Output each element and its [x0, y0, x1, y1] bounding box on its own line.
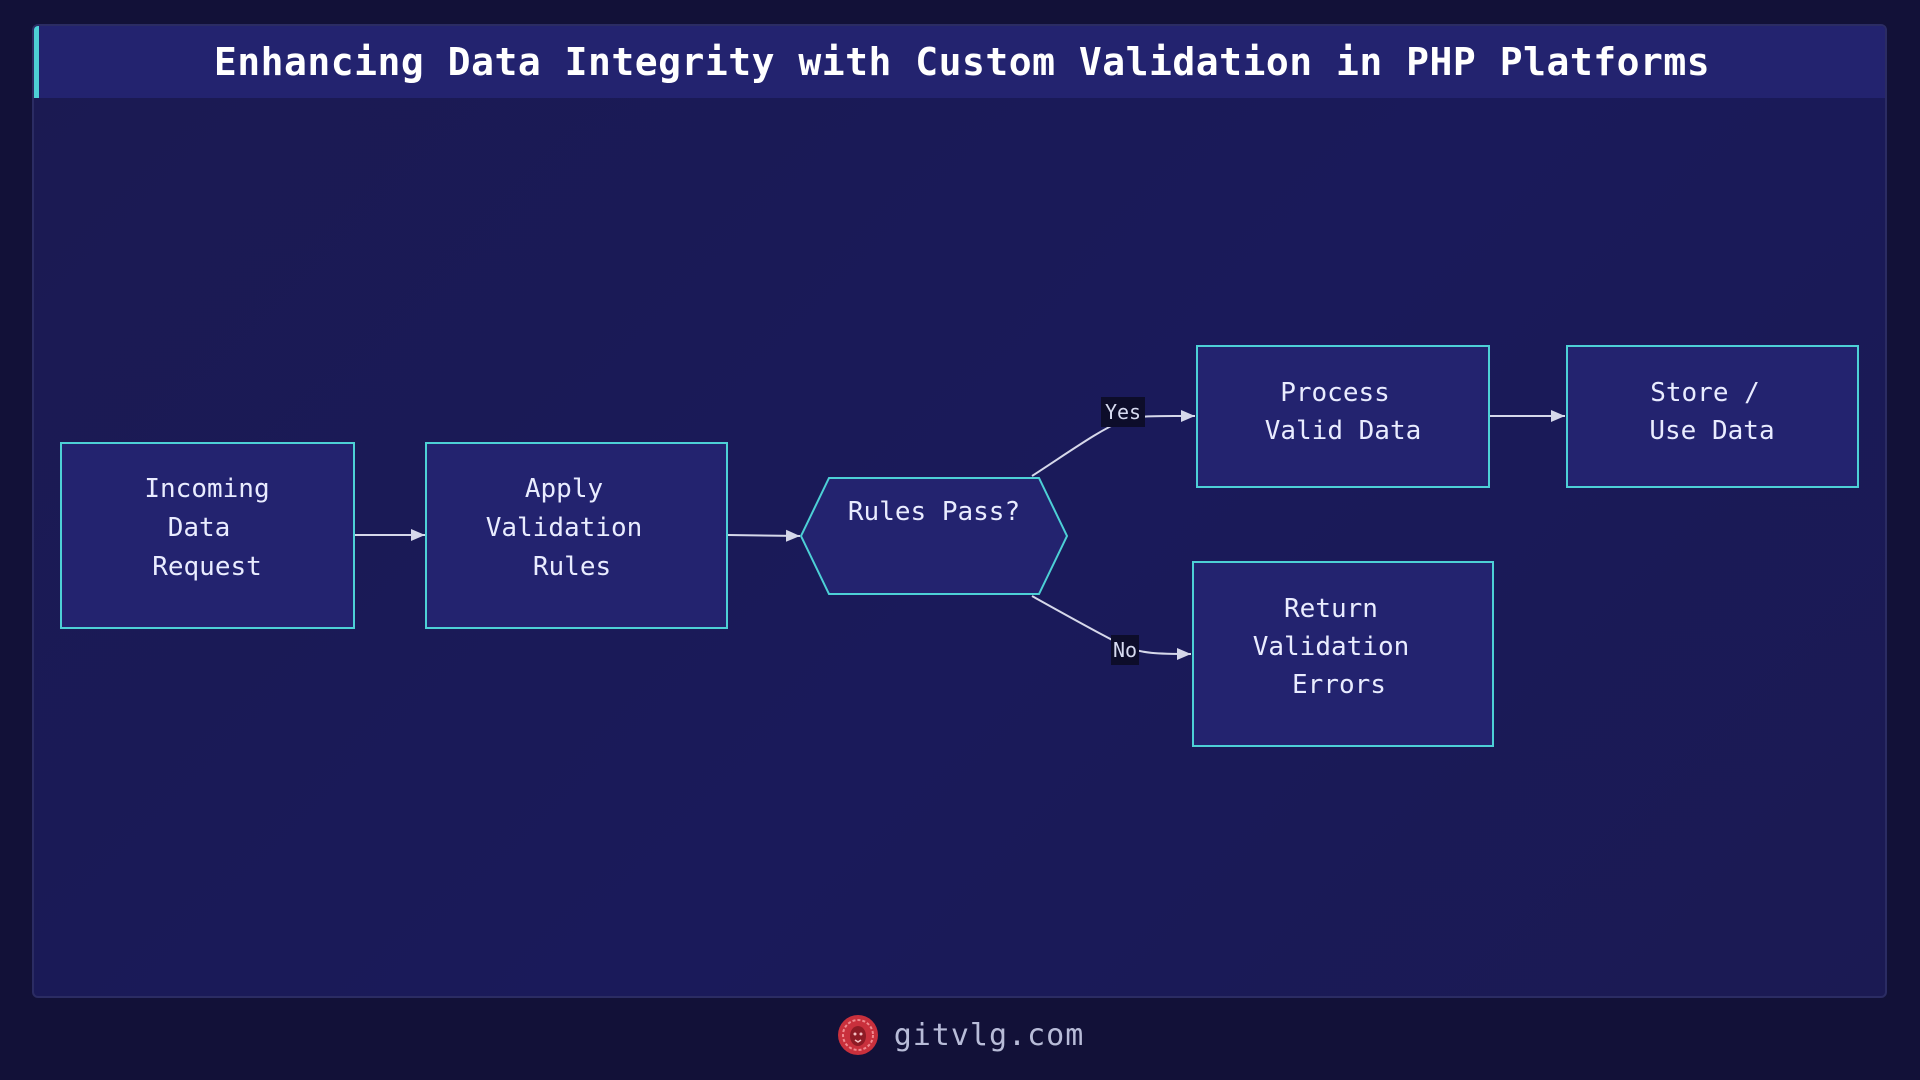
footer: gitvlg.com: [0, 1010, 1920, 1060]
node-process-valid-data: Process Valid Data: [1196, 345, 1490, 488]
node-line: Incoming: [144, 474, 269, 504]
node-line: Process: [1280, 378, 1390, 408]
node-line: Request: [152, 552, 262, 582]
node-line: Valid Data: [1265, 416, 1422, 446]
node-line: Errors: [1292, 670, 1386, 700]
node-apply-validation-rules: Apply Validation Rules: [425, 442, 728, 629]
node-line: Validation: [1253, 632, 1410, 662]
edge-label-yes: Yes: [1101, 397, 1145, 427]
node-line: Validation: [486, 513, 643, 543]
node-return-validation-errors: Return Validation Errors: [1192, 561, 1494, 747]
yes-label: Yes: [1105, 400, 1141, 424]
node-line: Use Data: [1649, 416, 1774, 446]
no-label: No: [1113, 638, 1137, 662]
footer-site-text[interactable]: gitvlg.com: [893, 1017, 1085, 1053]
node-line: Rules: [533, 552, 611, 582]
edge-label-no: No: [1111, 635, 1139, 665]
node-line: Apply: [525, 474, 603, 504]
page-title: Enhancing Data Integrity with Custom Val…: [213, 40, 1711, 84]
node-line: Return: [1284, 594, 1378, 624]
node-incoming-data-request: Incoming Data Request: [60, 442, 355, 629]
title-bar: Enhancing Data Integrity with Custom Val…: [34, 26, 1885, 98]
node-line: Rules Pass?: [848, 497, 1020, 527]
lion-head-icon: [837, 1015, 878, 1055]
node-rules-pass-decision: Rules Pass?: [799, 477, 1069, 595]
edge-apply-to-decision: [727, 529, 801, 542]
node-line: Data: [168, 513, 231, 543]
node-line: Store /: [1650, 378, 1760, 408]
node-store-use-data: Store / Use Data: [1566, 345, 1859, 488]
